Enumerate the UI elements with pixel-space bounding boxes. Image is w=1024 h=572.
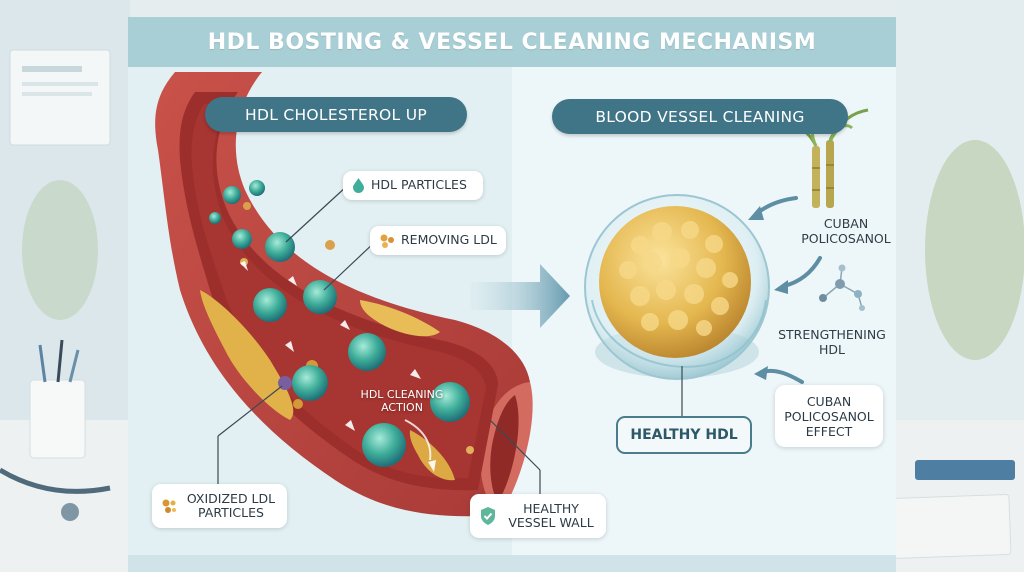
shield-check-icon	[481, 507, 495, 525]
removing-ldl-text: REMOVING LDL	[401, 232, 497, 248]
healthy-hdl-label: HEALTHY HDL	[616, 416, 752, 454]
oxidized-ldl-text: OXIDIZED LDL PARTICLES	[186, 490, 276, 520]
oxidized-ldl-label: OXIDIZED LDL PARTICLES	[152, 484, 287, 528]
oxidized-dots-icon	[162, 499, 176, 513]
healthy-vessel-wall-label: HEALTHY VESSEL WALL	[470, 494, 606, 538]
cuban-policosanol-label: CUBAN POLICOSANOL	[801, 216, 891, 246]
droplet-icon	[353, 178, 364, 193]
hdl-particles-text: HDL PARTICLES	[371, 177, 467, 193]
strengthening-hdl-label: STRENGTHENING HDL	[778, 327, 886, 357]
hdl-particles-label: HDL PARTICLES	[343, 171, 483, 200]
ldl-dots-icon	[380, 234, 394, 248]
right-panel-header: BLOOD VESSEL CLEANING	[552, 99, 848, 134]
title-band: HDL BOSTING & VESSEL CLEANING MECHANISM	[128, 17, 896, 67]
molecule-icon	[819, 264, 865, 311]
healthy-vessel-wall-text: HEALTHY VESSEL WALL	[508, 500, 594, 530]
left-panel-header: HDL CHOLESTEROL UP	[205, 97, 467, 132]
page-title: HDL BOSTING & VESSEL CLEANING MECHANISM	[207, 29, 817, 55]
policosanol-effect-label: CUBAN POLICOSANOL EFFECT	[775, 385, 883, 447]
cleaning-action-label: HDL CLEANING ACTION	[360, 388, 444, 414]
removing-ldl-label: REMOVING LDL	[370, 226, 506, 255]
